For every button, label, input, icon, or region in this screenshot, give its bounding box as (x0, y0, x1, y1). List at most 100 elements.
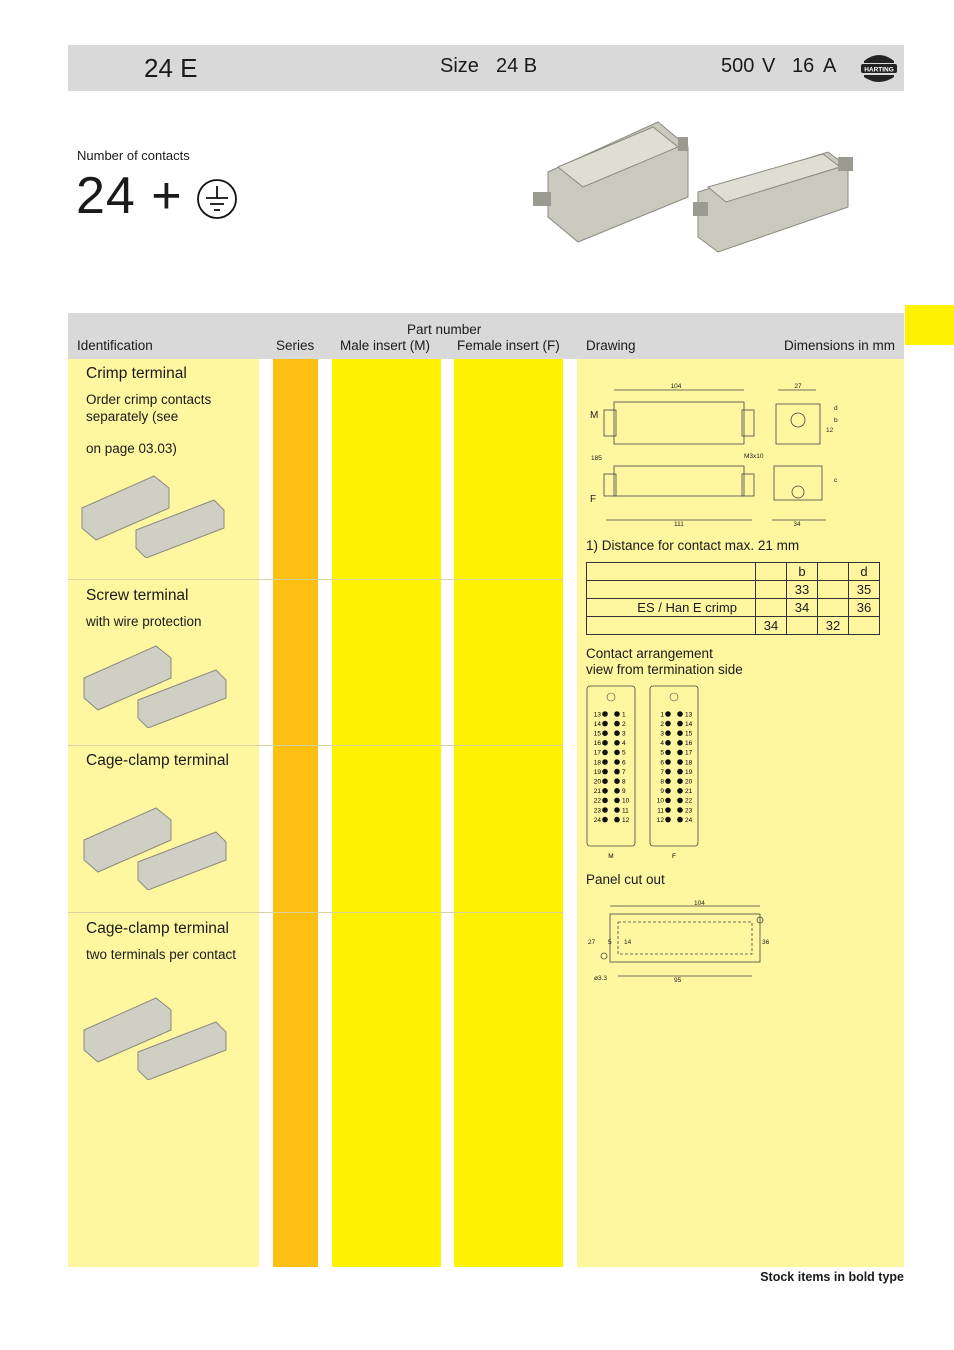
table-cell (817, 580, 849, 599)
section-note: Order crimp contacts (86, 392, 212, 407)
table-row: b d (586, 562, 880, 581)
contact-number: 24 (685, 817, 693, 824)
contact-number: 13 (685, 711, 693, 718)
contact-dot (677, 768, 683, 775)
side-letter: b (834, 417, 838, 424)
contact-number: 18 (685, 759, 693, 766)
contact-number: 8 (622, 779, 626, 786)
contact-number: 7 (660, 769, 664, 776)
protective-earth-icon (197, 179, 237, 219)
table-cell: 34 (755, 616, 787, 635)
contact-number: 6 (660, 759, 664, 766)
voltage-value: 500 (721, 55, 755, 77)
contact-dot (665, 788, 671, 794)
contact-dot (665, 797, 671, 804)
contact-dot (677, 816, 683, 823)
dimensions-header: Dimensions in mm (783, 338, 895, 353)
section-title-cage-clamp: Cage-clamp terminal (86, 752, 229, 769)
contact-number: 3 (660, 731, 664, 738)
panel-cut-out-title: Panel cut out (586, 872, 665, 887)
table-cell: 32 (817, 616, 849, 635)
side-letter: c (834, 477, 838, 484)
screw-insert-photo (83, 645, 227, 728)
contact-dot (665, 749, 671, 756)
contact-number: 21 (685, 788, 693, 795)
stock-items-note: Stock items in bold type (760, 1270, 904, 1284)
contact-dot (602, 749, 608, 756)
size-value: 24 B (496, 55, 538, 77)
voltage-unit: V (762, 55, 776, 77)
dimension-table: b d 33 35 ES / Han E crimp 34 36 34 32 (586, 562, 880, 635)
contact-dot (602, 807, 608, 813)
contact-number: 1 (660, 711, 664, 718)
contact-dot (677, 759, 683, 765)
contact-number: 14 (594, 721, 602, 728)
section-note: with wire protection (86, 614, 202, 629)
contact-dot (602, 816, 608, 823)
row-divider (68, 745, 563, 746)
identification-header: Identification (77, 338, 153, 353)
section-title-crimp: Crimp terminal (86, 365, 187, 382)
contact-number: 8 (660, 779, 664, 786)
contact-dot (602, 778, 608, 784)
table-cell (586, 580, 756, 599)
contact-number: 23 (685, 807, 693, 814)
contact-number: 2 (660, 721, 664, 728)
female-label: F (590, 494, 596, 505)
table-cell: 36 (848, 598, 880, 617)
contact-number: 13 (594, 711, 602, 718)
contact-number: 2 (622, 721, 626, 728)
series-column (273, 359, 318, 1267)
contact-number: 4 (622, 740, 626, 747)
contact-number: 20 (594, 779, 602, 786)
table-header: Part number Identification Series Male i… (68, 313, 904, 359)
contact-dot (665, 720, 671, 727)
current-value: 16 (792, 55, 815, 77)
female-insert-column (454, 359, 563, 1267)
contact-number: 12 (622, 817, 630, 824)
contact-dot (677, 778, 683, 784)
dim-top: 104 (671, 383, 682, 390)
table-cell (755, 580, 787, 599)
contact-dot (614, 749, 620, 756)
contact-dot (677, 730, 683, 736)
contact-dot (602, 797, 608, 804)
dim-bottom: 34 (793, 521, 801, 528)
contact-number: 5 (622, 750, 626, 757)
contact-dot (602, 788, 608, 794)
crimp-insert-photo (81, 475, 225, 558)
contact-number: 18 (594, 759, 602, 766)
female-insert-header: Female insert (F) (457, 338, 560, 353)
contact-number: 1 (622, 711, 626, 718)
table-cell: 35 (848, 580, 880, 599)
page-title: 24 E (144, 53, 198, 83)
contact-dot (614, 759, 620, 765)
dim-side: 185 (591, 455, 602, 462)
row-divider (68, 579, 563, 580)
table-cell: 34 (786, 598, 818, 617)
product-photo (533, 121, 853, 253)
contact-number: 17 (685, 750, 693, 757)
cage-clamp-double-insert-photo (83, 997, 227, 1080)
dim-12: 12 (826, 427, 834, 434)
dim-bottom: 111 (674, 521, 684, 528)
contact-dot (602, 759, 608, 765)
contact-number: 19 (685, 769, 693, 776)
section-title-cage-clamp-double: Cage-clamp terminal (86, 920, 229, 937)
contact-dot (602, 768, 608, 775)
contact-dot (677, 807, 683, 813)
contact-number: 16 (685, 740, 693, 747)
panel-dim-inner: 5 (608, 939, 612, 946)
contact-dot (614, 807, 620, 813)
ground-contact-icon (669, 692, 679, 702)
contact-number: 3 (622, 731, 626, 738)
technical-drawing: 104 27 111 34 185 M3x10 12 d b c M F (590, 383, 838, 528)
contact-arrangement-diagram: 1314151617181920212223241234567891011121… (586, 685, 699, 860)
female-label: F (672, 853, 676, 860)
side-letter: d (834, 405, 838, 412)
table-cell (586, 616, 756, 635)
cage-clamp-insert-photo (83, 807, 227, 890)
contact-dot (677, 788, 683, 794)
contact-dot (665, 768, 671, 775)
contact-number: 22 (594, 798, 602, 805)
